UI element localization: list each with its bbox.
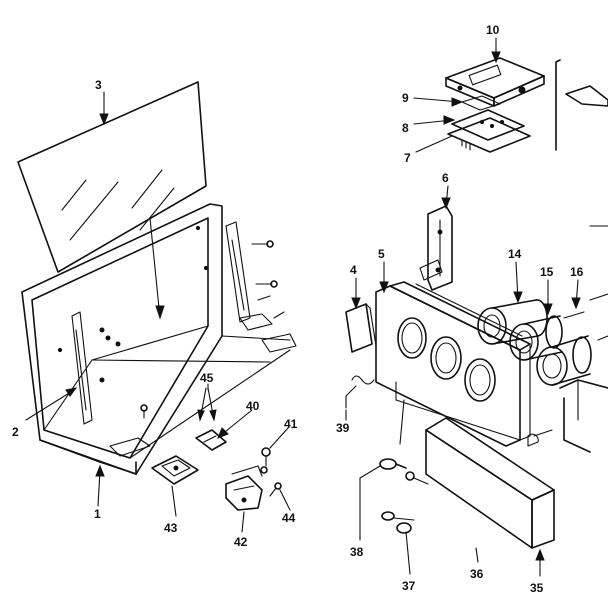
part-1-base-frame	[21, 203, 297, 475]
part-44-screw	[269, 482, 282, 497]
callout-37: 37	[402, 579, 416, 593]
callout-40: 40	[246, 399, 260, 413]
callout-39: 39	[336, 421, 350, 435]
callout-35: 35	[530, 581, 544, 595]
callout-labels: 3 2 1 43 45 40 41 42 44 10 9 8 7 6 4 5 1…	[12, 23, 584, 595]
callout-4: 4	[350, 263, 357, 277]
callout-43: 43	[164, 521, 178, 535]
callout-8: 8	[402, 121, 409, 135]
partial-panel-right	[555, 59, 608, 227]
callout-1: 1	[94, 507, 101, 521]
callout-9: 9	[402, 91, 409, 105]
callout-10: 10	[486, 23, 500, 37]
part-14-knob	[477, 299, 548, 345]
partial-housing-right	[559, 379, 608, 453]
part-7-gasket	[447, 117, 531, 153]
part-9-spacer	[461, 95, 501, 111]
part-35-cover-panel	[425, 417, 555, 549]
callout-15: 15	[540, 265, 554, 279]
callout-7: 7	[404, 151, 411, 165]
part-37-nut	[381, 511, 415, 534]
part-8-circuit-board	[451, 109, 525, 141]
part-43-hinge-plate	[151, 455, 199, 485]
callout-16: 16	[570, 265, 584, 279]
callout-36: 36	[470, 567, 484, 581]
callout-6: 6	[442, 171, 449, 185]
callout-38: 38	[350, 545, 364, 559]
assembly-arrow	[149, 217, 165, 320]
part-15-knob	[509, 311, 585, 361]
part-42-bracket	[225, 465, 263, 511]
callout-2: 2	[12, 425, 19, 439]
part-3-glass-panel	[17, 81, 207, 273]
callout-14: 14	[508, 247, 522, 261]
part-45-screws	[197, 387, 217, 422]
callout-45: 45	[200, 371, 214, 385]
part-10-control-module	[445, 57, 545, 107]
part-38-screw	[379, 458, 429, 485]
part-41-screw	[260, 447, 271, 474]
part-40-clip	[195, 429, 227, 451]
callout-44: 44	[282, 511, 296, 525]
part-6-switch	[419, 205, 453, 291]
callout-leaders	[25, 37, 581, 577]
part-4-indicator-lens	[345, 303, 377, 353]
part-39-wire	[345, 375, 375, 409]
callout-3: 3	[95, 78, 102, 92]
part-5-front-panel	[375, 281, 531, 447]
frame-screws	[140, 240, 285, 419]
callout-5: 5	[378, 247, 385, 261]
callout-41: 41	[284, 417, 298, 431]
callout-42: 42	[234, 535, 248, 549]
part-16-knob	[536, 293, 608, 386]
